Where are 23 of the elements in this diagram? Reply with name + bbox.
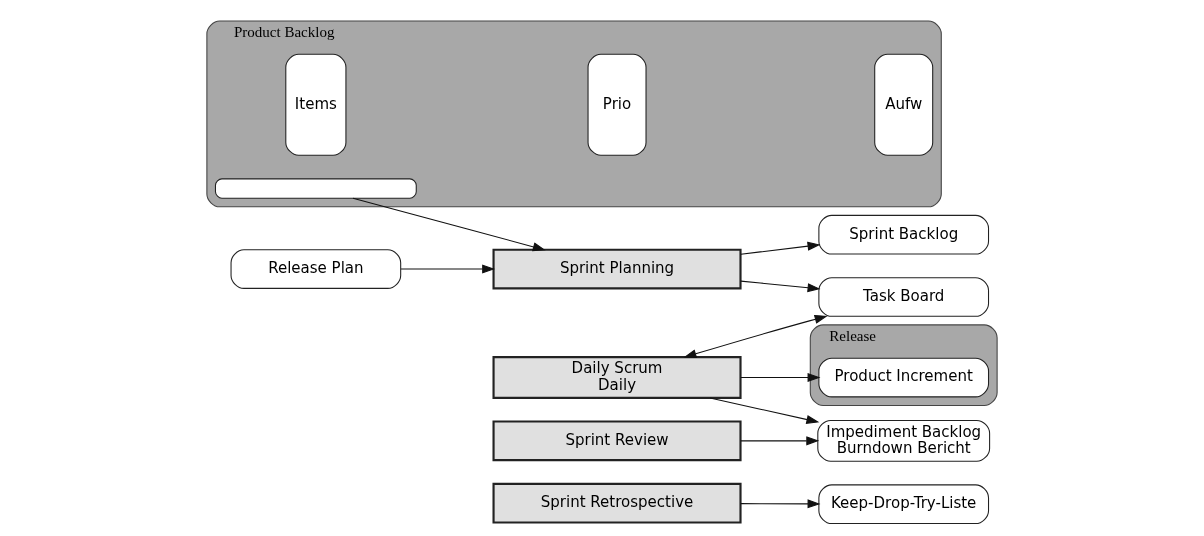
node-box: Sprint Planning — [492, 248, 742, 290]
node-box: Impediment Backlog Burndown Bericht — [817, 419, 991, 462]
arrow — [709, 397, 820, 424]
node-box: Sprint Retrospective — [492, 482, 742, 524]
arrow — [400, 264, 496, 274]
arrow — [740, 280, 821, 293]
node-box: Product Increment — [818, 357, 990, 398]
node-box: Daily Scrum Daily — [492, 356, 742, 399]
arrow — [740, 373, 821, 383]
arrow — [740, 241, 821, 255]
node-box: Prio — [587, 53, 647, 156]
node-box: Aufw — [874, 53, 934, 156]
arrow — [683, 314, 828, 359]
arrow — [740, 499, 821, 509]
node-box: Items — [285, 53, 347, 156]
node-box — [214, 178, 417, 199]
node-box: Release Plan — [230, 249, 402, 289]
node-box: Task Board — [818, 277, 990, 317]
node-box: Sprint Backlog — [818, 214, 990, 255]
arrow — [740, 436, 820, 446]
node-box: Sprint Review — [492, 420, 742, 462]
arrow — [352, 197, 546, 252]
node-box: Keep-Drop-Try-Liste — [818, 484, 990, 525]
